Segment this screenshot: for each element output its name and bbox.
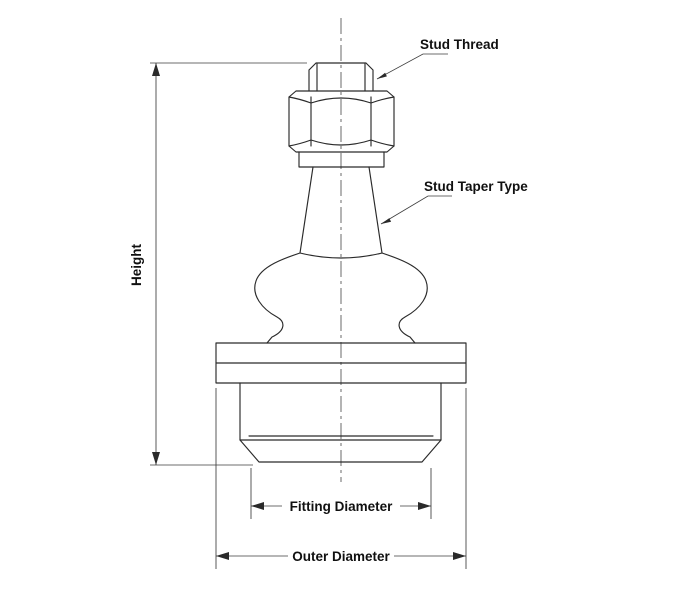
stud-thread-callout: Stud Thread [376, 37, 499, 80]
nut-chamfer-arc-bottom-right [370, 139, 395, 147]
dust-boot [254, 252, 428, 344]
taper-edge-left [299, 166, 314, 254]
fitting-diameter-label: Fitting Diameter [290, 499, 394, 514]
fitting-label-mask [282, 497, 400, 514]
nut-chamfer-arc-top-left [288, 96, 312, 104]
housing-bottom-chamfer [239, 439, 442, 463]
taper-edge-right [368, 166, 383, 254]
boot-top-arc [299, 252, 383, 259]
height-arrow-bottom [152, 452, 160, 465]
flange-outline [215, 342, 467, 384]
stud-taper-callout: Stud Taper Type [380, 179, 528, 225]
nut-chamfer-arc-bottom [310, 139, 372, 146]
boot-profile-right [381, 252, 428, 344]
stud-thread-outline [308, 62, 374, 92]
fitting-diameter-dimension: Fitting Diameter [250, 468, 432, 519]
outer-diameter-dimension: Outer Diameter [215, 388, 467, 569]
outer-arrow-left [216, 552, 229, 560]
fitting-arrow-right [418, 502, 431, 510]
nut-chamfer-arc-bottom-left [288, 139, 312, 147]
boot-profile-left [254, 252, 301, 344]
washer-outline [298, 151, 385, 168]
stud-thread-leader-arrow [377, 72, 387, 79]
outer-diameter-label: Outer Diameter [292, 549, 390, 564]
flange-plate [215, 342, 467, 384]
height-dimension: Height [129, 62, 307, 466]
stud-thread-leader [376, 53, 448, 80]
nut-chamfer-arc-top-right [370, 96, 395, 104]
stud-taper-leader [380, 195, 452, 225]
washer-collar [298, 151, 385, 168]
stud-taper [299, 166, 383, 254]
stud-taper-type-label: Stud Taper Type [424, 179, 528, 194]
outer-arrow-right [453, 552, 466, 560]
hex-nut [288, 90, 395, 153]
housing-body [239, 382, 442, 463]
nut-outline [288, 90, 395, 153]
outer-label-mask [288, 547, 394, 564]
fitting-arrow-left [251, 502, 264, 510]
nut-chamfer-arc-top [310, 97, 372, 104]
height-arrow-top [152, 63, 160, 76]
stud-taper-leader-arrow [381, 218, 392, 224]
ball-joint-part [215, 62, 467, 463]
stud-thread-section [308, 62, 374, 92]
stud-thread-label: Stud Thread [420, 37, 499, 52]
height-label: Height [129, 243, 144, 286]
